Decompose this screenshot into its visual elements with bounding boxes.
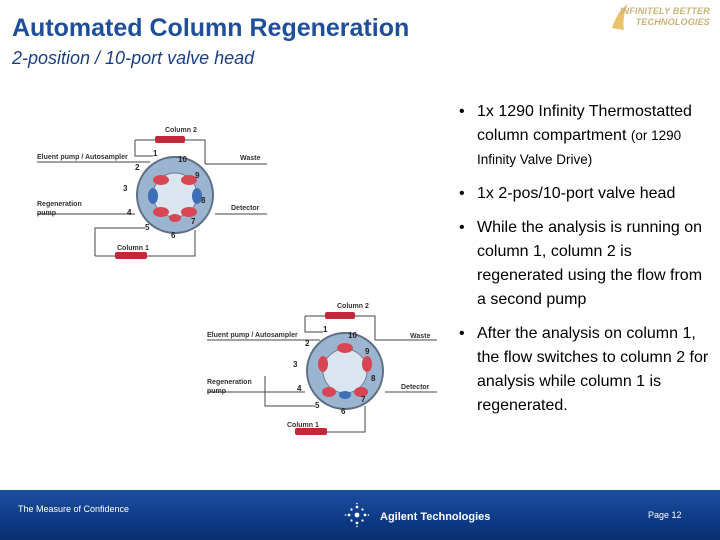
bullet-note: (or 1290 Infinity Valve Drive): [477, 128, 682, 167]
label-eluent-pump: Eluent pump / Autosampler: [207, 332, 298, 339]
agilent-spark-icon: [344, 502, 370, 528]
bullet-item: While the analysis is running on column …: [455, 216, 713, 312]
bullet-text: After the analysis on column 1, the flow…: [477, 325, 709, 414]
svg-text:8: 8: [371, 374, 376, 383]
svg-text:5: 5: [315, 401, 320, 410]
bullet-item: 1x 2-pos/10-port valve head: [455, 182, 713, 206]
valve-channels-red: [318, 343, 372, 397]
svg-text:9: 9: [365, 347, 370, 356]
column-1-body: [295, 428, 327, 435]
footer-company: Agilent Technologies: [380, 511, 491, 523]
bullet-item: After the analysis on column 1, the flow…: [455, 322, 713, 418]
brand-logo: INFINITELY BETTER TECHNOLOGIES: [610, 2, 710, 42]
svg-text:3: 3: [293, 360, 298, 369]
svg-text:4: 4: [297, 384, 302, 393]
label-regeneration: Regeneration: [207, 379, 252, 386]
svg-text:3: 3: [123, 184, 128, 193]
brand-line-1: INFINITELY BETTER: [619, 6, 710, 16]
svg-text:7: 7: [361, 395, 366, 404]
column-2-body: [155, 136, 185, 143]
label-pump: pump: [37, 210, 56, 217]
svg-text:7: 7: [191, 217, 196, 226]
svg-text:2: 2: [135, 163, 140, 172]
svg-text:5: 5: [145, 223, 150, 232]
footer-bar: The Measure of Confidence Agilent Techno…: [0, 490, 720, 540]
port-numbers: 1 2 3 4 5 6 7 8 9 10: [293, 325, 376, 416]
bullet-item: 1x 1290 Infinity Thermostatted column co…: [455, 100, 713, 172]
valve-diagram-position-1: Column 2 Column 1 Eluent pump / Autosamp…: [37, 127, 267, 259]
bullet-list: 1x 1290 Infinity Thermostatted column co…: [455, 100, 713, 428]
label-column-1: Column 1: [287, 422, 319, 429]
valve-channels-blue: [339, 391, 351, 399]
column-2-body: [325, 312, 355, 319]
brand-swoosh-icon: [612, 4, 628, 30]
footer-tagline: The Measure of Confidence: [18, 504, 130, 514]
svg-text:1: 1: [153, 149, 158, 158]
label-detector: Detector: [231, 205, 260, 212]
svg-text:10: 10: [348, 331, 357, 340]
svg-text:2: 2: [305, 339, 310, 348]
brand-line-2: TECHNOLOGIES: [635, 17, 710, 27]
label-eluent-pump: Eluent pump / Autosampler: [37, 154, 128, 161]
svg-text:4: 4: [127, 208, 132, 217]
page-number: Page 12: [648, 510, 682, 520]
valve-diagram-position-2: Column 2 Column 1 Eluent pump / Autosamp…: [207, 303, 437, 435]
svg-text:6: 6: [171, 231, 176, 240]
port-numbers: 1 2 3 4 5 6 7 8 9 10: [123, 149, 206, 240]
label-pump: pump: [207, 388, 226, 395]
label-waste: Waste: [240, 155, 260, 162]
slide-subtitle: 2-position / 10-port valve head: [12, 48, 255, 68]
svg-text:1: 1: [323, 325, 328, 334]
bullet-text: 1x 1290 Infinity Thermostatted column co…: [477, 103, 692, 144]
valve-channels-red: [153, 175, 197, 222]
label-column-2: Column 2: [337, 303, 369, 310]
label-column-1: Column 1: [117, 245, 149, 252]
slide-title: Automated Column Regeneration: [12, 14, 410, 42]
label-waste: Waste: [410, 333, 430, 340]
label-detector: Detector: [401, 384, 430, 391]
valve-rotor: [322, 348, 368, 394]
bullet-text: While the analysis is running on column …: [477, 219, 703, 308]
svg-text:10: 10: [178, 155, 187, 164]
label-regeneration: Regeneration: [37, 201, 82, 208]
svg-text:6: 6: [341, 407, 346, 416]
valve-channels-blue: [148, 188, 202, 204]
label-column-2: Column 2: [165, 127, 197, 134]
svg-text:9: 9: [195, 171, 200, 180]
column-1-body: [115, 252, 147, 259]
bullet-text: 1x 2-pos/10-port valve head: [477, 185, 676, 202]
svg-text:8: 8: [201, 196, 206, 205]
